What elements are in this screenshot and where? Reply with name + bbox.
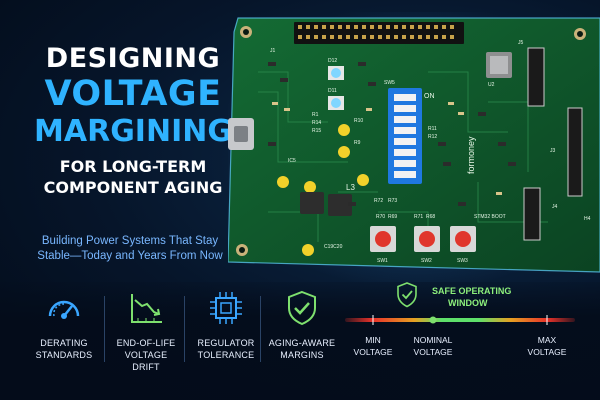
pcb-label-sw5: SW5 bbox=[384, 80, 395, 86]
pcb-label-sw2: SW2 bbox=[421, 258, 432, 264]
title-line-voltage: VOLTAGE bbox=[44, 74, 222, 114]
features-strip: DERATING STANDARDS END-OF-LIFE VOLTAGE D… bbox=[0, 282, 600, 400]
pcb-label-r10: R10 bbox=[354, 118, 363, 124]
safe-window-title-line-2: WINDOW bbox=[448, 298, 488, 308]
pcb-label-ic: IC5 bbox=[288, 158, 296, 164]
pcb-label-sw3: SW3 bbox=[457, 258, 468, 264]
pcb-label-c19: C19C20 bbox=[324, 244, 343, 250]
feature-divider bbox=[184, 296, 185, 362]
shield-check-icon bbox=[288, 290, 316, 326]
pcb-label-r11: R11 bbox=[428, 126, 437, 132]
pcb-label-on: ON bbox=[424, 93, 435, 100]
min-voltage-line-2: VOLTAGE bbox=[353, 347, 393, 357]
feature-derating-line-2: STANDARDS bbox=[35, 350, 93, 360]
feature-regulator-line-2: TOLERANCE bbox=[197, 350, 255, 360]
safe-window-title-line-1: SAFE OPERATING bbox=[432, 286, 512, 296]
subtitle: Building Power Systems That Stay Stable—… bbox=[22, 234, 238, 264]
pcb-label-r1: R1 bbox=[312, 112, 319, 118]
feature-end-of-life-line-1: END-OF-LIFE bbox=[116, 338, 176, 348]
gauge-icon bbox=[48, 300, 80, 319]
feature-regulator: REGULATOR TOLERANCE bbox=[190, 288, 262, 361]
feature-end-of-life-line-2: VOLTAGE DRIFT bbox=[124, 350, 168, 372]
subtitle-line-1: Building Power Systems That Stay bbox=[41, 235, 219, 247]
pcb-brand-text: formoney bbox=[466, 136, 476, 174]
pcb-label-r73: R73 bbox=[388, 198, 397, 204]
title-line-long-term: FOR LONG-TERM bbox=[59, 157, 207, 176]
pcb-label-j5: J5 bbox=[518, 40, 524, 46]
pcb-label-j4: J4 bbox=[552, 204, 558, 210]
declining-chart-icon bbox=[131, 294, 162, 323]
pcb-label-r14: R14 bbox=[312, 120, 321, 126]
pcb-label-j3: J3 bbox=[550, 148, 556, 154]
pcb-board-illustration: ON L3 formoney SW1 SW2 SW3 bbox=[228, 12, 600, 282]
pcb-label-l3: L3 bbox=[346, 183, 355, 192]
feature-aging-aware: AGING-AWARE MARGINS bbox=[266, 288, 338, 361]
pcb-label-u2: U2 bbox=[488, 82, 495, 88]
pcb-label-r69: R69 bbox=[388, 214, 397, 220]
title-line-component-aging: COMPONENT AGING bbox=[43, 178, 223, 197]
pcb-label-r72: R72 bbox=[374, 198, 383, 204]
min-voltage-label: MIN VOLTAGE bbox=[343, 334, 403, 358]
title-line-margining: MARGINING bbox=[34, 114, 232, 149]
feature-aging-aware-line-2: MARGINS bbox=[280, 350, 324, 360]
pcb-label-d11: D11 bbox=[328, 88, 337, 94]
max-voltage-line-1: MAX bbox=[537, 335, 557, 345]
title-line-designing: DESIGNING bbox=[45, 43, 221, 74]
nominal-voltage-line-2: VOLTAGE bbox=[413, 347, 453, 357]
feature-derating-line-1: DERATING bbox=[40, 338, 88, 348]
pcb-label-r9: R9 bbox=[354, 140, 361, 146]
pcb-label-d12: D12 bbox=[328, 58, 337, 64]
feature-divider bbox=[104, 296, 105, 362]
title-block: DESIGNING VOLTAGE MARGINING FOR LONG-TER… bbox=[28, 44, 238, 198]
chip-icon bbox=[210, 292, 242, 324]
nominal-voltage-line-1: NOMINAL bbox=[413, 335, 453, 345]
pcb-label-r12: R12 bbox=[428, 134, 437, 140]
pcb-label-boot: STM32 BOOT bbox=[474, 214, 506, 220]
pcb-label-r15: R15 bbox=[312, 128, 321, 134]
max-voltage-label: MAX VOLTAGE bbox=[517, 334, 577, 358]
pcb-label-sw1: SW1 bbox=[377, 258, 388, 264]
feature-derating: DERATING STANDARDS bbox=[28, 288, 100, 361]
pcb-label-r71: R71 bbox=[414, 214, 423, 220]
safe-window-title: SAFE OPERATING WINDOW bbox=[432, 285, 511, 309]
feature-end-of-life: END-OF-LIFE VOLTAGE DRIFT bbox=[110, 288, 182, 373]
feature-aging-aware-line-1: AGING-AWARE bbox=[268, 338, 336, 348]
min-voltage-line-1: MIN bbox=[365, 335, 381, 345]
pcb-label-h4: H4 bbox=[584, 216, 591, 222]
max-voltage-line-2: VOLTAGE bbox=[527, 347, 567, 357]
pcb-label-j1: J1 bbox=[270, 48, 276, 54]
nominal-voltage-label: NOMINAL VOLTAGE bbox=[403, 334, 463, 358]
pcb-label-r68: R68 bbox=[426, 214, 435, 220]
feature-regulator-line-1: REGULATOR bbox=[197, 338, 255, 348]
voltage-window-bar bbox=[345, 315, 575, 325]
safe-shield-icon bbox=[397, 282, 417, 308]
subtitle-line-2: Stable—Today and Years From Now bbox=[37, 250, 223, 262]
feature-divider bbox=[260, 296, 261, 362]
pcb-label-r70: R70 bbox=[376, 214, 385, 220]
